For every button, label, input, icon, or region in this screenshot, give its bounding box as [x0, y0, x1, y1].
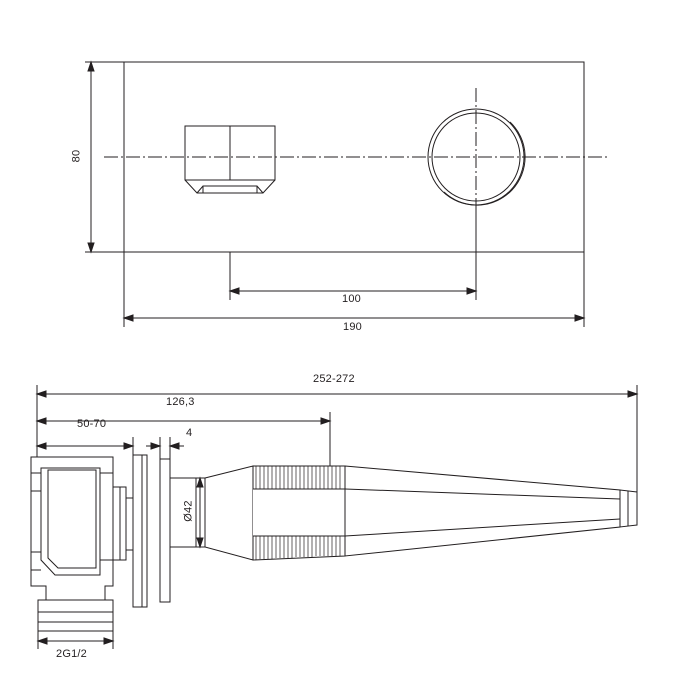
dim-190-arrow-left	[122, 314, 134, 322]
flange-hub	[125, 497, 134, 551]
dim-42-arrow-bottom	[196, 537, 204, 549]
dim-thread-arrow-right	[103, 637, 115, 645]
dim-label-126-3: 126,3	[166, 396, 195, 408]
spout-flange-arc-detail	[443, 121, 526, 206]
dim-label-height-80: 80	[70, 149, 83, 163]
spout-arm	[344, 465, 621, 557]
dim-label-190: 190	[343, 321, 362, 333]
spout-arm-inner-bottom	[344, 518, 621, 537]
concealed-body-outline	[30, 456, 114, 632]
concealed-body-inner-2	[47, 469, 97, 569]
dim-label-50-70: 50-70	[77, 418, 107, 430]
knurl-mask-band	[253, 489, 346, 536]
dim-label-252-272: 252-272	[313, 373, 355, 385]
dim-252-arrow-left	[35, 390, 47, 398]
dim-label-diameter-42: Ø42	[182, 500, 195, 522]
dim-label-thread-2g12: 2G1/2	[56, 648, 87, 660]
dim-100-arrow-right	[466, 287, 478, 295]
dim-190-arrow-right	[574, 314, 586, 322]
dim-1263-arrow-left	[35, 417, 47, 425]
dim-42-arrow-top	[196, 476, 204, 488]
dim-100-arrow-left	[228, 287, 240, 295]
dim-80-arrow-top	[87, 60, 95, 72]
outlet-end	[619, 489, 638, 528]
wall-flange-plate-2	[141, 454, 148, 608]
dim-label-100: 100	[342, 293, 361, 305]
neck-outline	[112, 486, 127, 561]
dim-5070-arrow-right	[123, 442, 135, 450]
concealed-body-inner-1	[40, 467, 101, 576]
spout-arm-inner-top	[344, 488, 621, 500]
handle-detail-line-2	[196, 185, 264, 194]
dim-5070-arrow-left	[35, 442, 47, 450]
dim-252-arrow-right	[627, 390, 639, 398]
dim-1263-arrow-right	[320, 417, 332, 425]
dim-4-arrow-left	[150, 442, 162, 450]
dim-80-arrow-bottom	[87, 242, 95, 254]
escutcheon-plate	[159, 458, 171, 603]
dim-thread-arrow-left	[36, 637, 48, 645]
spout-taper	[204, 465, 254, 561]
spout-flange-inner-circle	[431, 112, 521, 202]
dim-4-arrow-right	[168, 442, 180, 450]
dim-label-4: 4	[186, 427, 193, 439]
wall-flange-plate	[132, 454, 143, 608]
